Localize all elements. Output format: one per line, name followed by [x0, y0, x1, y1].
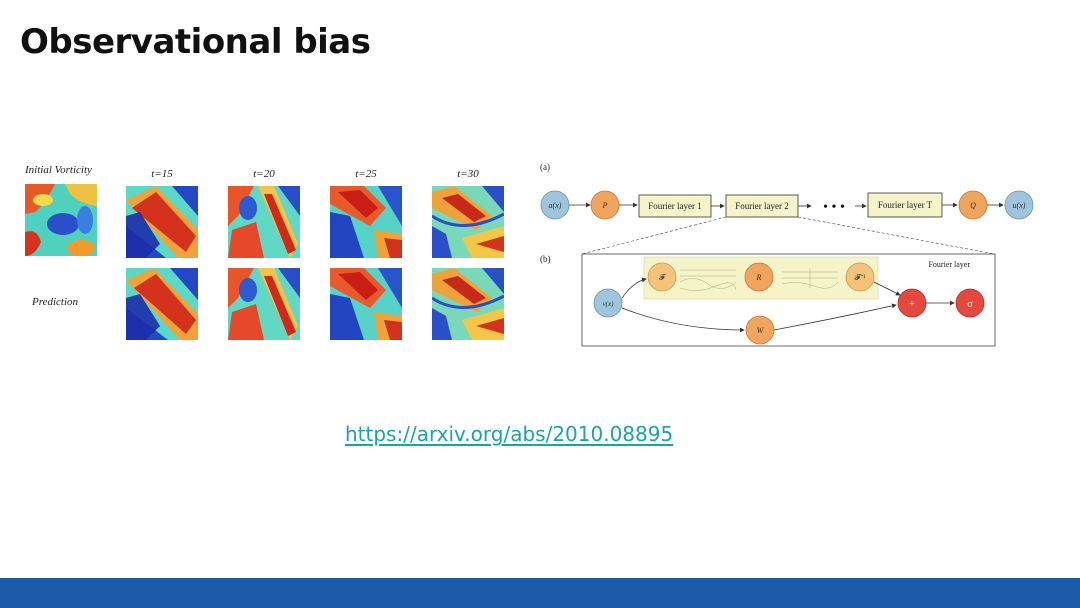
sum-label: +	[909, 299, 915, 310]
v-label: v(x)	[603, 300, 615, 308]
fourier-layer-1-label: Fourier layer 1	[648, 201, 701, 211]
arxiv-link[interactable]: https://arxiv.org/abs/2010.08895	[345, 422, 674, 446]
ellipsis-dots: • • •	[823, 200, 845, 215]
prediction-map-t15	[126, 268, 198, 340]
panel-a-label: (a)	[540, 162, 550, 172]
slide-title: Observational bias	[20, 22, 371, 62]
time-label: t=25	[355, 168, 377, 180]
fourier-layer-2-label: Fourier layer 2	[735, 201, 788, 211]
vorticity-map-t30	[432, 186, 504, 258]
sigma-label: σ	[967, 299, 973, 310]
output-label: u(x)	[1013, 201, 1026, 210]
initial-vorticity-map	[25, 184, 97, 256]
fourier-layer-t-label: Fourier layer T	[878, 200, 933, 210]
output-node	[1004, 190, 1034, 220]
prediction-label: Prediction	[32, 296, 79, 308]
fft-label: 𝓕	[659, 273, 667, 282]
initial-vorticity-label: Initial Vorticity	[25, 164, 92, 176]
fno-architecture-diagram: (a) (b) a(x) P Fourier layer 1 Fourier l…	[538, 158, 1042, 350]
vorticity-map-t25	[330, 186, 402, 258]
fft-node	[647, 262, 677, 292]
vorticity-map-t20	[228, 186, 300, 258]
project-label: Q	[970, 201, 976, 210]
fourier-layer-title: Fourier layer	[928, 260, 970, 269]
panel-b-label: (b)	[540, 254, 551, 264]
time-label: t=30	[457, 168, 479, 180]
sigma-node	[955, 288, 985, 318]
footer-band	[0, 578, 1080, 608]
ifft-label: 𝓕⁻¹	[854, 273, 866, 282]
w-label: W	[757, 326, 765, 335]
time-label: t=15	[151, 168, 173, 180]
prediction-map-t20	[228, 268, 300, 340]
time-label: t=20	[253, 168, 275, 180]
r-node	[744, 262, 774, 292]
vorticity-figure: Initial Vorticity Prediction t=15 t=20 t…	[20, 160, 510, 350]
v-node	[593, 288, 623, 318]
input-label: a(x)	[549, 201, 562, 210]
prediction-map-t30	[432, 268, 504, 340]
prediction-map-t25	[330, 268, 402, 340]
r-label: R	[756, 273, 762, 282]
lift-label: P	[602, 201, 608, 210]
vorticity-map-t15	[126, 186, 198, 258]
ifft-node	[845, 262, 875, 292]
